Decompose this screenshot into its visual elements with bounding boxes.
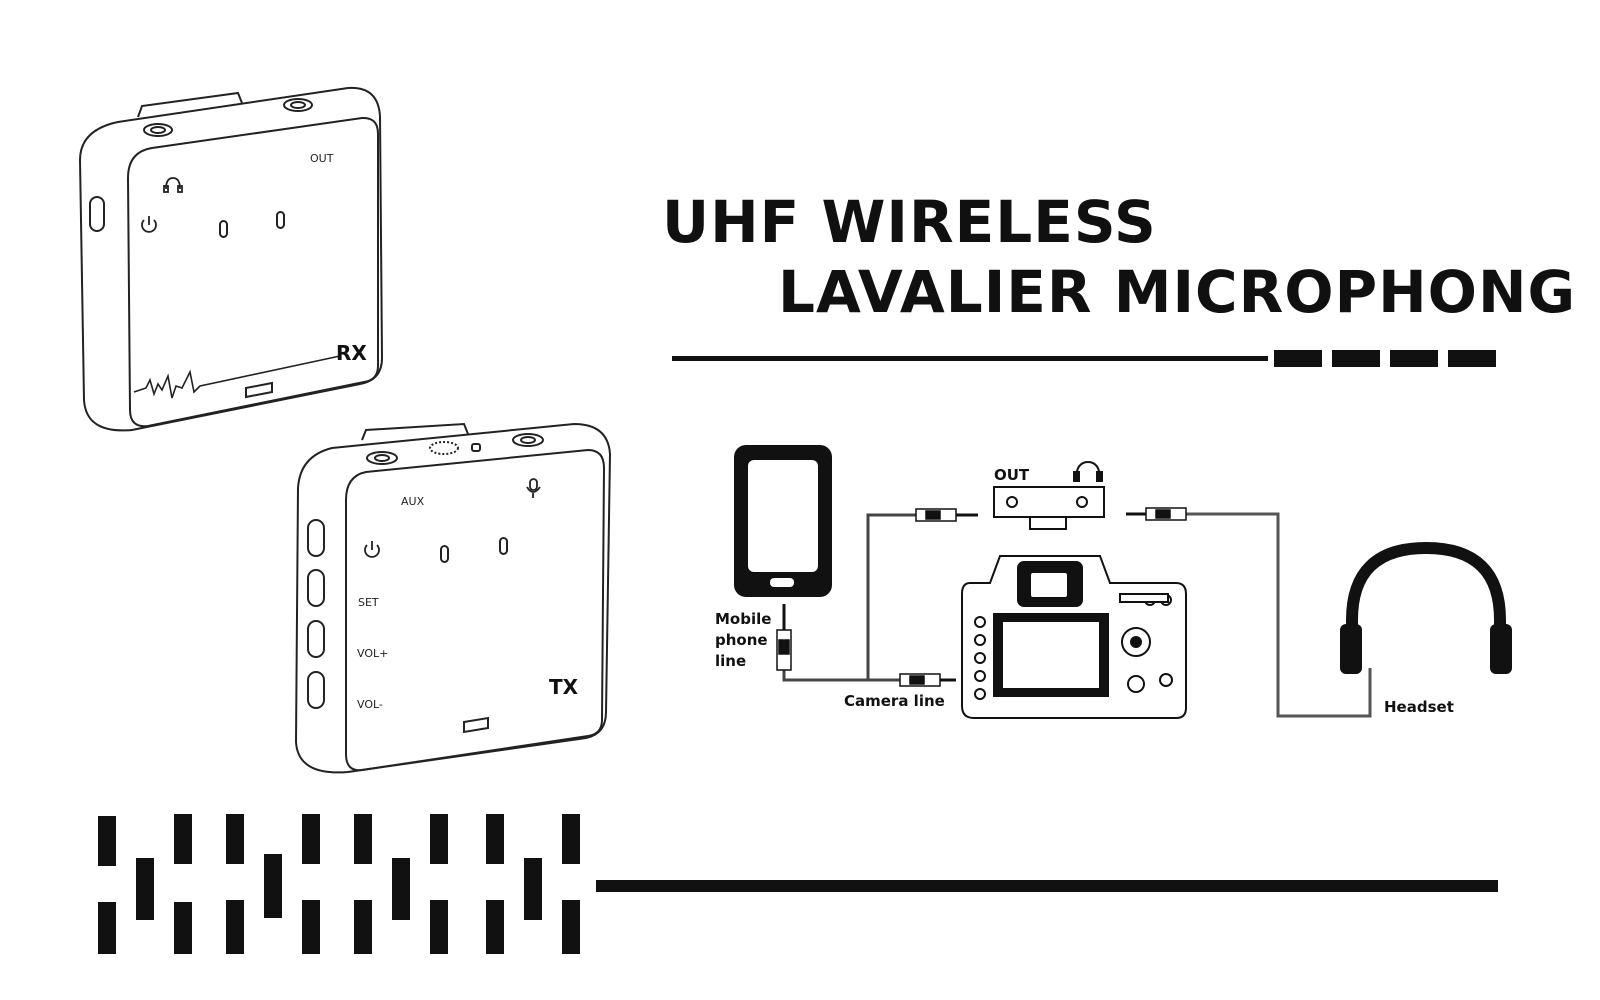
rx-name-label: RX	[336, 341, 367, 365]
headset	[1340, 541, 1512, 674]
mobile-label-1: Mobile	[715, 610, 771, 628]
tx-power-icon	[364, 541, 380, 558]
receiver-on-camera	[993, 486, 1105, 530]
tx-transmitter-unit	[294, 422, 612, 774]
tx-name-label: TX	[549, 675, 579, 699]
title-underline	[672, 350, 1496, 367]
waveform-icon	[133, 355, 341, 399]
mobile-label-3: line	[715, 652, 746, 670]
mobile-label-2: phone	[715, 631, 768, 649]
tx-set-label: SET	[358, 596, 379, 609]
power-icon	[141, 216, 157, 233]
mobile-phone	[734, 445, 832, 597]
rx-receiver-unit	[78, 86, 384, 432]
dslr-camera	[961, 555, 1187, 719]
tx-aux-label: AUX	[401, 495, 425, 508]
cable-jack-plug-bottom	[899, 673, 956, 687]
headset-jack-plug	[1126, 507, 1187, 521]
decorative-bar-pattern	[98, 814, 1498, 954]
title-line-1: UHF WIRELESS	[662, 188, 1157, 256]
headset-label: Headset	[1384, 698, 1454, 716]
camera-out-label: OUT	[994, 466, 1030, 484]
headphone-icon	[163, 177, 183, 193]
title-line-2: LAVALIER MICROPHONG	[778, 258, 1577, 326]
camera-line-label: Camera line	[844, 692, 945, 710]
camera-headphone-icon	[1073, 460, 1103, 482]
tx-vol-up-label: VOL+	[357, 647, 388, 660]
battery-icon	[463, 716, 489, 734]
headset-cable	[1186, 512, 1372, 718]
rx-out-label: OUT	[310, 152, 334, 165]
camera-line-cable	[782, 513, 918, 682]
cable-jack-plug-top	[915, 508, 978, 522]
tx-vol-down-label: VOL-	[357, 698, 383, 711]
phone-jack-plug	[776, 604, 792, 671]
microphone-icon	[526, 478, 541, 498]
